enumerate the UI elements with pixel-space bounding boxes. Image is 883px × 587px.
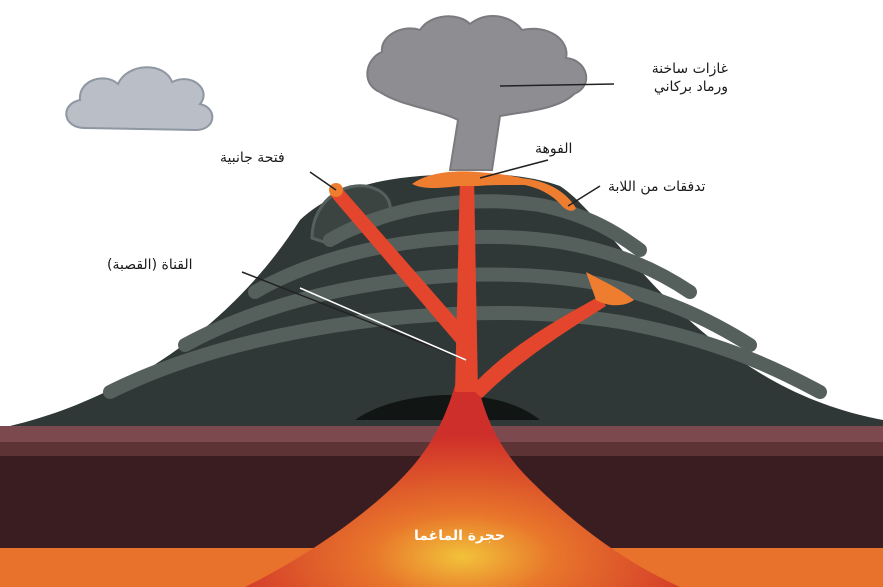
label-magma-chamber: حجرة الماغما bbox=[414, 528, 505, 544]
branch-conduit bbox=[470, 296, 606, 398]
magma-chamber bbox=[245, 385, 680, 587]
crater-lava bbox=[412, 171, 540, 188]
cloud-shape bbox=[65, 66, 214, 132]
label-crater: الفوهة bbox=[535, 141, 573, 157]
label-gases: غازات ساخنة ورماد بركاني bbox=[652, 61, 728, 96]
label-lava-flows: تدفقات من اللابة bbox=[608, 179, 706, 195]
leader-lines bbox=[241, 83, 615, 361]
branch-lava-flow bbox=[586, 272, 634, 306]
base-dome bbox=[355, 395, 540, 420]
label-gases-line2: ورماد بركاني bbox=[653, 78, 728, 95]
side-conduit bbox=[330, 186, 466, 345]
label-gases-line1: غازات ساخنة bbox=[651, 61, 728, 77]
label-conduit: القناة (القصبة) bbox=[107, 257, 193, 273]
label-side-vent: فتحة جانبية bbox=[220, 150, 285, 166]
volcano-layers bbox=[103, 194, 827, 399]
lava-flow bbox=[518, 178, 576, 211]
volcano-body bbox=[10, 173, 883, 426]
smoke-plume bbox=[366, 15, 588, 171]
